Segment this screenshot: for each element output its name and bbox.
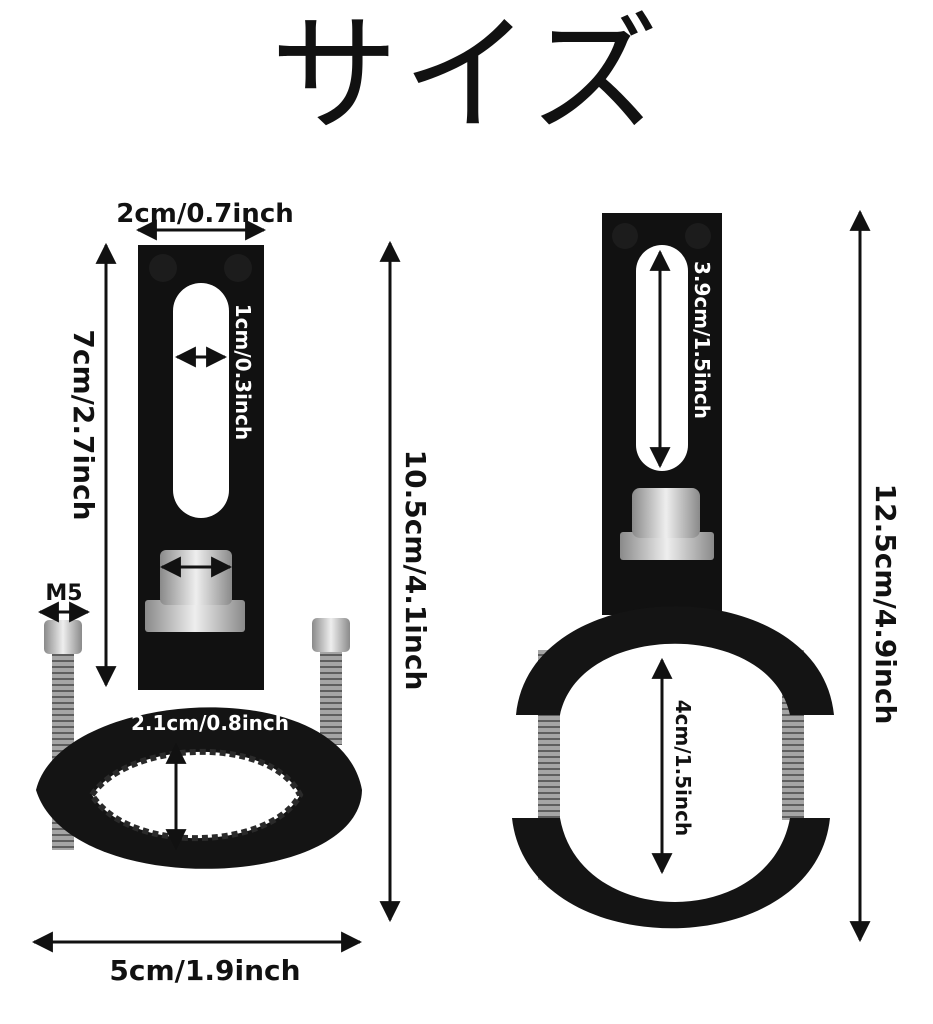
label-top-width: 2cm/0.7inch [116,199,294,229]
left-ring-opening [88,748,304,842]
left-bracket [36,245,362,869]
left-slot [173,283,229,518]
dimension-lines [31,209,871,953]
label-arm-height: 7cm/2.7inch [67,329,100,520]
label-bottom-width: 5cm/1.9inch [109,954,300,987]
label-inner-diameter-right: 4cm/1.5inch [671,700,695,837]
right-clamp-bottom [512,818,830,929]
right-slot [636,245,688,471]
left-bolt-2 [312,618,350,745]
label-slot-length: 3.9cm/1.5inch [690,261,714,419]
label-total-height-right: 12.5cm/4.9inch [869,484,902,725]
label-inner-diameter-left: 2.1cm/0.8inch [131,711,289,735]
label-slot-width: 1cm/0.3inch [231,304,255,441]
page-title: サイズ [270,1,663,150]
label-bolt: M5 [45,581,82,606]
label-total-height-left: 10.5cm/4.1inch [399,450,432,691]
right-clamp-top [516,606,834,715]
